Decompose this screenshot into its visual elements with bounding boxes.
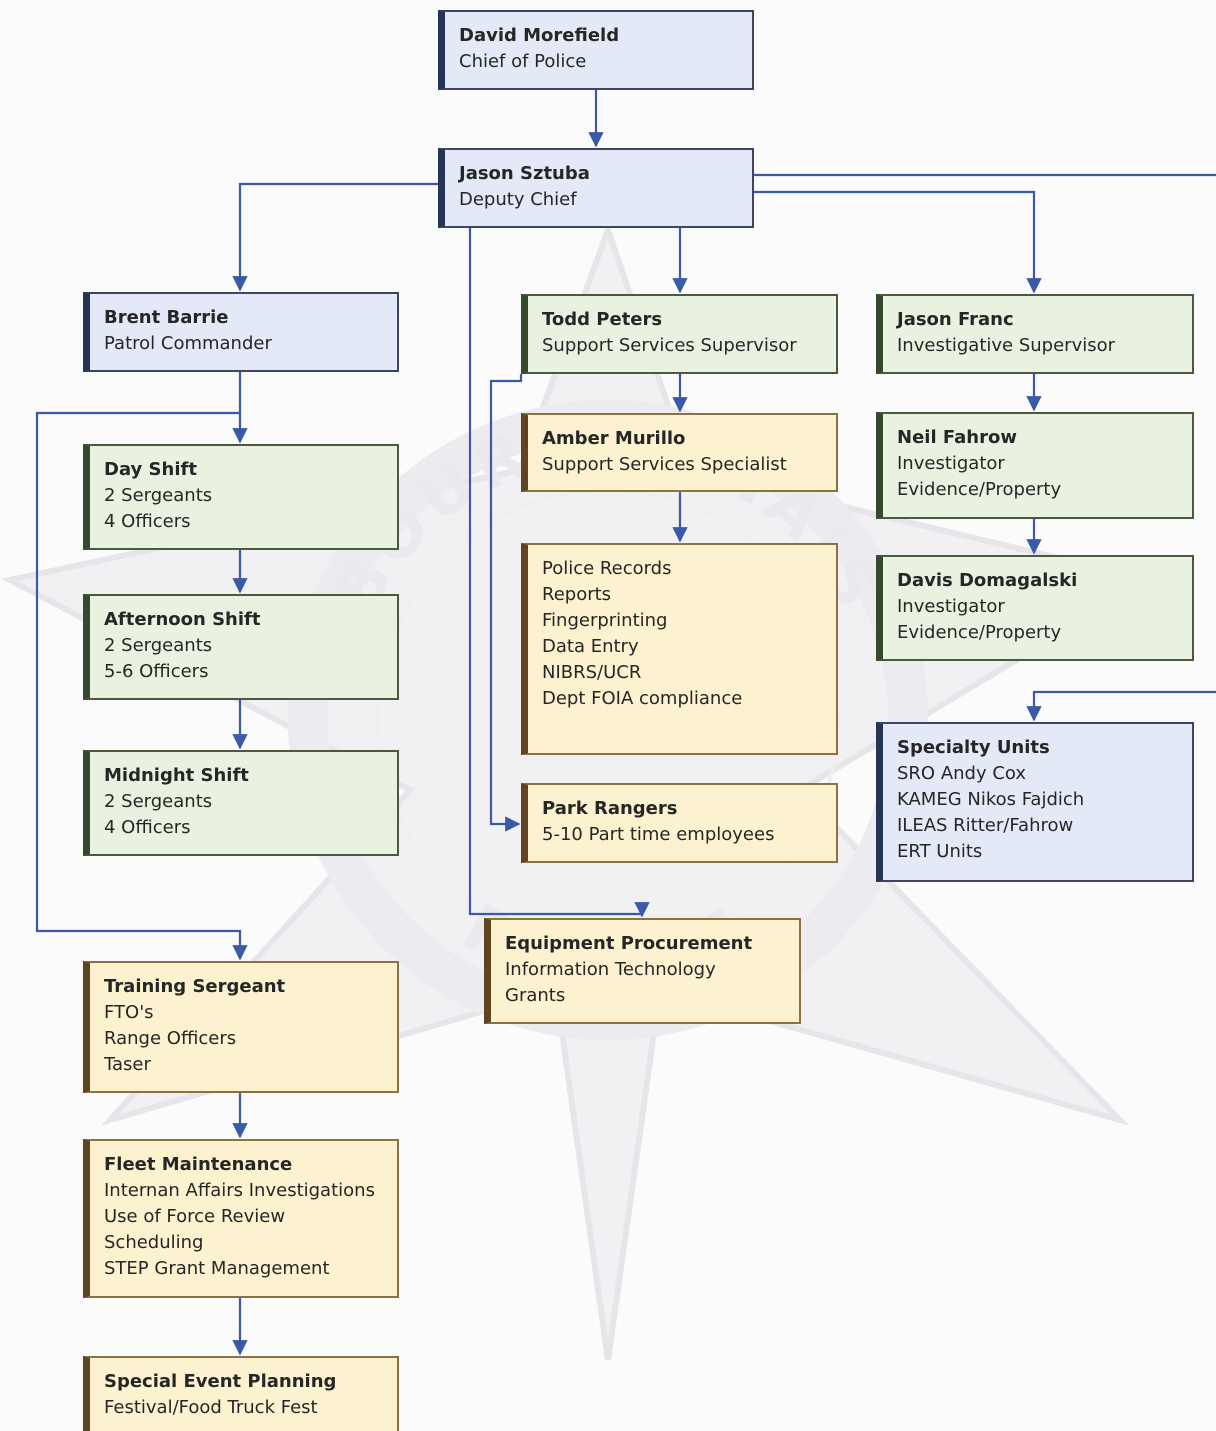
node-title: Day Shift — [104, 459, 197, 480]
node-park-rangers: Park Rangers 5-10 Part time employees — [521, 783, 838, 863]
node-line: Grants — [505, 985, 566, 1006]
node-title: Brent Barrie — [104, 307, 229, 328]
node-line: Reports — [542, 584, 612, 605]
node-line: FTO's — [104, 1002, 154, 1023]
connector-deputy-to-equipment — [468, 228, 650, 918]
node-line: Investigator — [897, 453, 1005, 474]
node-line: Support Services Specialist — [542, 454, 787, 475]
connector-deputy-to-specialty-entry — [1026, 690, 1216, 722]
node-line: SRO Andy Cox — [897, 763, 1027, 784]
node-line: 5-6 Officers — [104, 661, 209, 682]
connector-deputy-to-patrol — [232, 182, 438, 292]
node-title: Equipment Procurement — [505, 933, 753, 954]
node-line: Fingerprinting — [542, 610, 668, 631]
node-line: Support Services Supervisor — [542, 335, 797, 356]
node-title: Specialty Units — [897, 737, 1050, 758]
node-line: Use of Force Review — [104, 1206, 286, 1227]
node-line: NIBRS/UCR — [542, 662, 642, 683]
node-line: ILEAS Ritter/Fahrow — [897, 815, 1074, 836]
node-line: Evidence/Property — [897, 479, 1062, 500]
node-title: Special Event Planning — [104, 1371, 337, 1392]
node-line: Investigative Supervisor — [897, 335, 1116, 356]
node-title: Todd Peters — [542, 309, 663, 330]
node-line: Range Officers — [104, 1028, 237, 1049]
connector-deputy-to-franc — [754, 190, 1042, 294]
node-title: Training Sergeant — [104, 976, 286, 997]
node-day-shift: Day Shift 2 Sergeants 4 Officers — [83, 444, 399, 550]
node-line: Evidence/Property — [897, 622, 1062, 643]
node-line: Police Records — [542, 558, 672, 579]
connector-patrol-to-training — [35, 411, 248, 961]
node-title: Jason Sztuba — [459, 163, 590, 184]
node-line: 4 Officers — [104, 511, 191, 532]
node-line: 2 Sergeants — [104, 635, 213, 656]
node-title: Davis Domagalski — [897, 570, 1078, 591]
node-line: Patrol Commander — [104, 333, 272, 354]
node-line: Festival/Food Truck Fest — [104, 1397, 318, 1418]
node-title: Midnight Shift — [104, 765, 249, 786]
node-title: Afternoon Shift — [104, 609, 261, 630]
node-line: Scheduling — [104, 1232, 204, 1253]
node-line: Dept FOIA compliance — [542, 688, 743, 709]
node-line: ERT Units — [897, 841, 983, 862]
node-title: David Morefield — [459, 25, 620, 46]
node-title: Amber Murillo — [542, 428, 686, 449]
node-line: Deputy Chief — [459, 189, 577, 210]
node-title: Jason Franc — [897, 309, 1014, 330]
node-line: Internan Affairs Investigations — [104, 1180, 375, 1201]
node-line: Chief of Police — [459, 51, 587, 72]
node-afternoon-shift: Afternoon Shift 2 Sergeants 5-6 Officers — [83, 594, 399, 700]
node-line: 5-10 Part time employees — [542, 824, 775, 845]
node-midnight-shift: Midnight Shift 2 Sergeants 4 Officers — [83, 750, 399, 856]
node-line: 4 Officers — [104, 817, 191, 838]
node-line: STEP Grant Management — [104, 1258, 330, 1279]
node-line: Investigator — [897, 596, 1005, 617]
node-title: Fleet Maintenance — [104, 1154, 293, 1175]
node-line: Data Entry — [542, 636, 639, 657]
node-line: Taser — [104, 1054, 151, 1075]
node-line: KAMEG Nikos Fajdich — [897, 789, 1085, 810]
node-line: 2 Sergeants — [104, 485, 213, 506]
connector-todd-to-rangers — [489, 374, 523, 832]
node-line: 2 Sergeants — [104, 791, 213, 812]
node-title: Park Rangers — [542, 798, 678, 819]
node-line: Information Technology — [505, 959, 716, 980]
node-title: Neil Fahrow — [897, 427, 1017, 448]
